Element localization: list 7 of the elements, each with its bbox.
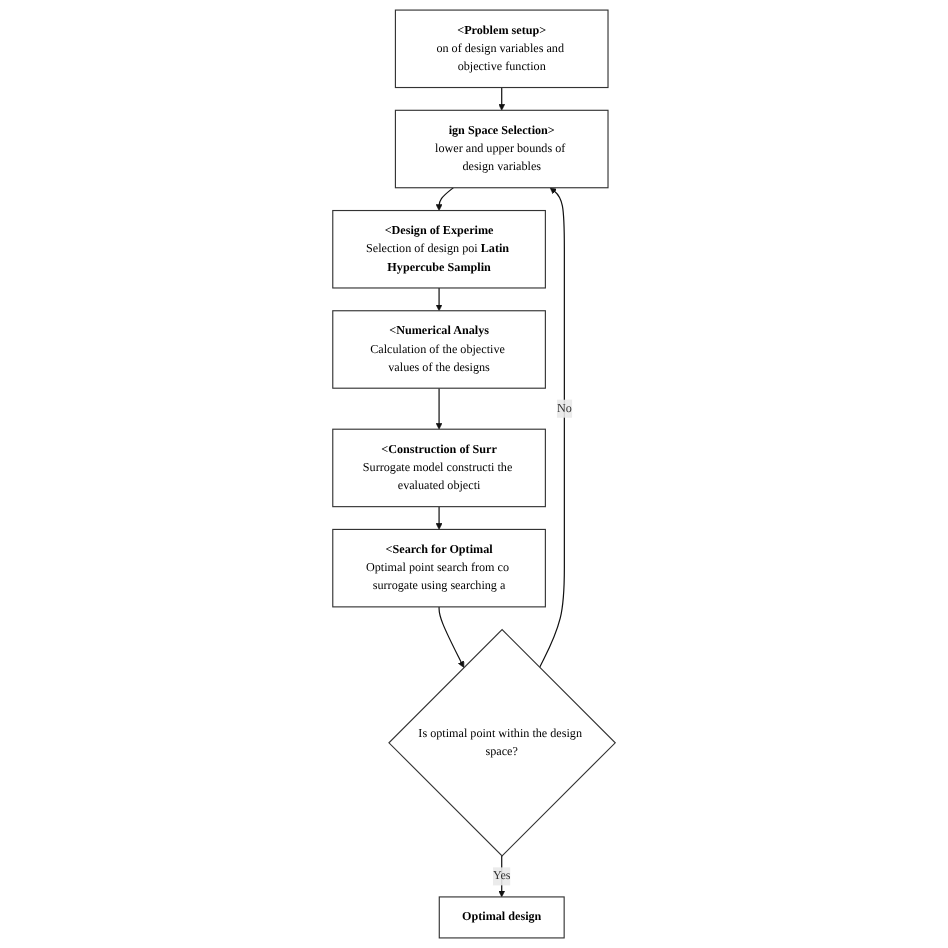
- arrow: [435, 387, 443, 430]
- arrow: [438, 606, 465, 668]
- arrow: [435, 287, 443, 312]
- arrow: [435, 506, 443, 530]
- arrow: [498, 86, 506, 111]
- arrow: [435, 187, 454, 211]
- arrow: [538, 187, 565, 669]
